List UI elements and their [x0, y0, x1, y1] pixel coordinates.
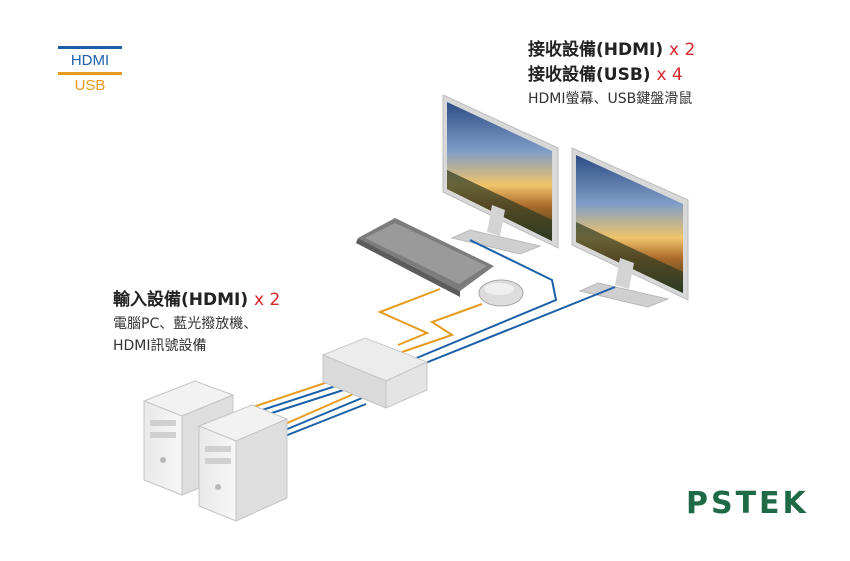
legend-usb-label: USB [74, 77, 106, 94]
monitor-1 [442, 94, 559, 255]
receiver-hdmi-label: 接收設備(HDMI) [528, 40, 664, 60]
usb-cable-keyboard [377, 288, 441, 346]
pc-tower-2 [197, 404, 289, 522]
mouse [478, 279, 524, 307]
receiver-usb-line: 接收設備(USB) x 4 [528, 63, 695, 88]
input-hdmi-label: 輸入設備(HDMI) [113, 290, 249, 310]
receiver-usb-qty: x 4 [656, 65, 683, 85]
hdmi-cable-pc-2b [284, 403, 367, 437]
legend-usb-line [58, 72, 122, 75]
legend: HDMI USB [58, 46, 122, 95]
hdmi-cable-pc-2a [284, 397, 363, 431]
input-description-1: 電腦PC、藍光撥放機、 [113, 316, 258, 332]
receiver-hdmi-qty: x 2 [669, 40, 696, 60]
receiver-hdmi-line: 接收設備(HDMI) x 2 [528, 38, 695, 63]
legend-hdmi-line [58, 46, 122, 49]
kvm-switch-box [321, 337, 429, 409]
receiver-usb-label: 接收設備(USB) [528, 65, 651, 85]
receiver-description: HDMI螢幕、USB鍵盤滑鼠 [528, 91, 693, 107]
hdmi-cable-monitor-2 [407, 286, 616, 371]
input-hdmi-line: 輸入設備(HDMI) x 2 [113, 288, 280, 313]
monitor-2 [571, 147, 689, 308]
keyboard [356, 218, 494, 297]
pstek-logo: PSTEK [686, 486, 809, 521]
usb-cable-mouse [401, 303, 483, 353]
hdmi-cable-monitor-1 [406, 239, 558, 363]
input-devices-text: 輸入設備(HDMI) x 2 電腦PC、藍光撥放機、 HDMI訊號設備 [113, 288, 280, 357]
input-description-2: HDMI訊號設備 [113, 338, 207, 354]
receiver-devices-text: 接收設備(HDMI) x 2 接收設備(USB) x 4 HDMI螢幕、USB鍵… [528, 38, 695, 110]
input-hdmi-qty: x 2 [254, 290, 281, 310]
usb-cable-pc-2 [284, 391, 359, 425]
legend-hdmi-label: HDMI [70, 52, 110, 69]
